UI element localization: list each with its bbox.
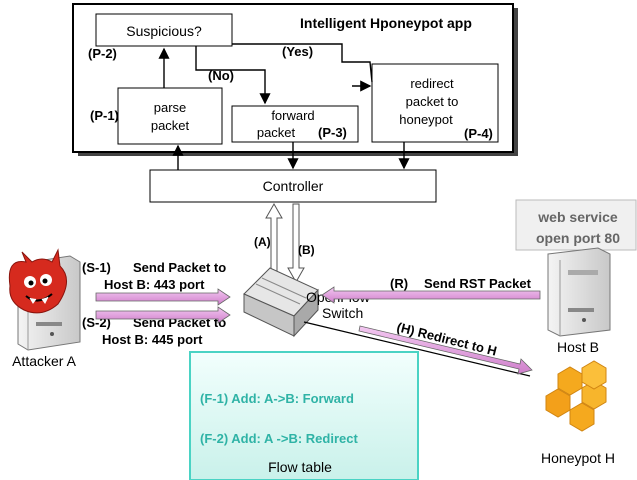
host-b-name: Host B (557, 339, 599, 355)
s1-tag: (S-1) (82, 260, 111, 275)
attacker-monster-icon (8, 248, 67, 314)
forward-line2: packet (257, 125, 296, 140)
s1-text-line1: Send Packet to (133, 260, 226, 275)
p3-tag: (P-3) (318, 125, 347, 140)
redirect-line (303, 321, 531, 377)
web-service-line1: web service (537, 209, 618, 225)
switch-label-line2: Switch (322, 305, 363, 321)
link-a-label: (A) (254, 235, 271, 249)
suspicious-box (95, 13, 233, 47)
parse-line1: parse (154, 100, 187, 115)
rst-text: Send RST Packet (424, 276, 532, 291)
controller-label: Controller (263, 178, 324, 194)
flow-table-label: Flow table (268, 459, 332, 475)
forward-line1: forward (271, 108, 314, 123)
link-b-arrow (287, 203, 305, 284)
s2-text-line2: Host B: 445 port (102, 332, 203, 347)
s2-arrow (95, 306, 231, 324)
redirect-line1: redirect (410, 76, 454, 91)
redirect-line2: packet to (406, 94, 459, 109)
app-title: Intelligent Hponeypot app (300, 15, 472, 31)
host-b-server (547, 247, 611, 337)
attacker-name: Attacker A (12, 353, 76, 369)
web-service-box (515, 199, 637, 251)
no-arrow (195, 46, 271, 105)
parse-line2: packet (151, 118, 190, 133)
honeypot-icon (545, 360, 607, 432)
p1-tag: (P-1) (90, 108, 119, 123)
p2-tag: (P-2) (88, 46, 117, 61)
link-b-label: (B) (298, 243, 315, 257)
flow-rule-1: (F-1) Add: A->B: Forward (200, 391, 354, 406)
p4-tag: (P-4) (464, 126, 493, 141)
honeypot-name: Honeypot H (541, 450, 615, 466)
suspicious-label: Suspicious? (126, 23, 202, 39)
rst-tag: (R) (390, 276, 408, 291)
forward-box (231, 105, 359, 143)
controller-box (149, 169, 437, 203)
flow-rule-2: (F-2) Add: A ->B: Redirect (200, 431, 358, 446)
openflow-switch-icon (243, 267, 319, 338)
redirect-arrow (358, 325, 533, 375)
rst-arrow (321, 286, 541, 304)
s1-text-line2: Host B: 443 port (104, 277, 205, 292)
web-service-line2: open port 80 (536, 230, 620, 246)
no-label: (No) (208, 68, 234, 83)
flow-table-box (189, 351, 419, 480)
redirect-box (371, 63, 499, 143)
redirect-line3: honeypot (399, 112, 453, 127)
yes-label: (Yes) (282, 44, 313, 59)
s1-arrow (95, 288, 231, 306)
parse-box (117, 87, 223, 145)
yes-path (232, 43, 373, 83)
